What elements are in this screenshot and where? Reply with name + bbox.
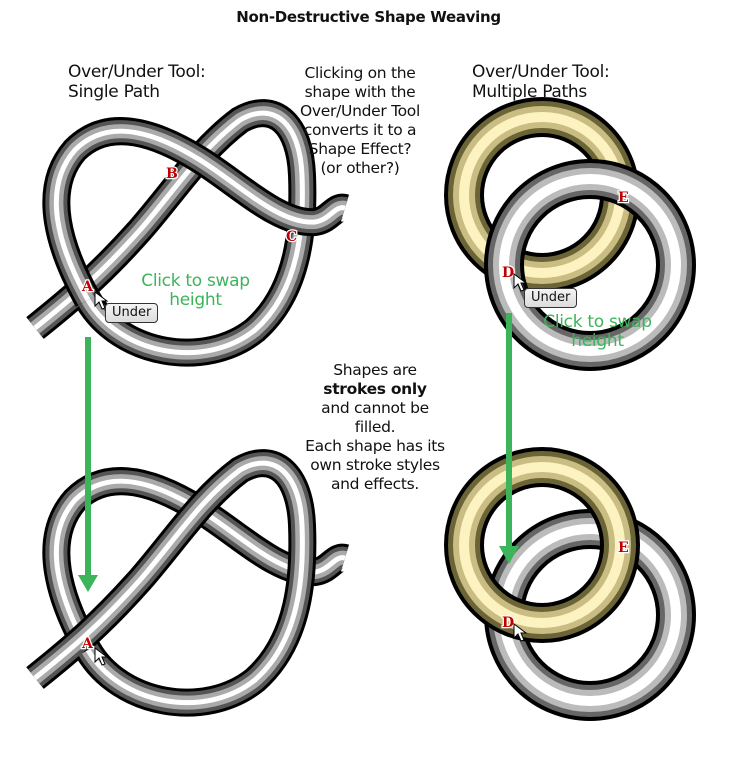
hint-line: height: [169, 290, 222, 310]
note-line: and effects.: [330, 475, 420, 493]
label-d: D: [502, 265, 514, 281]
label-e-result: E: [618, 540, 629, 556]
note-line: Each shape has its: [305, 437, 445, 455]
note-line: Over/Under Tool: [300, 102, 420, 120]
note-line: (or other?): [320, 159, 400, 177]
heading-line: Multiple Paths: [472, 82, 587, 102]
heading-multiple-paths: Over/Under Tool: Multiple Paths: [472, 62, 610, 102]
cursor-icon: [513, 623, 528, 642]
knot-single-path-after[interactable]: [26, 449, 350, 717]
hint-swap-height-right: Click to swap height: [535, 313, 660, 351]
heading-single-path: Over/Under Tool: Single Path: [68, 62, 206, 102]
heading-line: Over/Under Tool:: [68, 62, 206, 82]
arrow-down-icon: [78, 337, 98, 592]
cursor-icon: [94, 291, 109, 310]
heading-line: Over/Under Tool:: [472, 62, 610, 82]
note-line: Clicking on the: [304, 64, 416, 82]
note-line: Shapes are: [333, 361, 417, 379]
page-title: Non-Destructive Shape Weaving: [236, 8, 501, 26]
note-line: converts it to a: [303, 121, 417, 139]
rings-multiple-paths-after[interactable]: [444, 447, 696, 721]
note-emphasis: strokes only: [323, 380, 427, 398]
arrow-down-icon: [499, 313, 519, 564]
label-a-result: A: [81, 636, 94, 652]
rings-multiple-paths-before[interactable]: [444, 97, 696, 371]
note-line: Shape Effect?: [308, 140, 412, 158]
note-line: own stroke styles: [310, 456, 440, 474]
note-line: and cannot be: [321, 399, 429, 417]
label-e: E: [618, 190, 629, 206]
label-a: A: [81, 279, 94, 295]
label-c: C: [286, 229, 297, 245]
note-strokes-only: Shapes are strokes only and cannot be fi…: [290, 361, 460, 494]
note-line: filled.: [354, 418, 396, 436]
hint-line: Click to swap: [141, 271, 250, 291]
knot-single-path-before[interactable]: [26, 99, 350, 367]
note-shape-effect: Clicking on the shape with the Over/Unde…: [285, 64, 435, 178]
tooltip-under-right: Under: [524, 288, 578, 308]
hint-line: Click to swap: [543, 312, 652, 332]
hint-line: height: [571, 331, 624, 351]
label-d-result: D: [502, 615, 514, 631]
heading-line: Single Path: [68, 82, 160, 102]
hint-swap-height-left: Click to swap height: [133, 272, 258, 310]
tooltip-under-left: Under: [105, 303, 159, 323]
cursor-icon: [513, 273, 528, 292]
label-b: B: [166, 166, 178, 182]
note-line: shape with the: [304, 83, 416, 101]
cursor-icon: [94, 647, 109, 666]
